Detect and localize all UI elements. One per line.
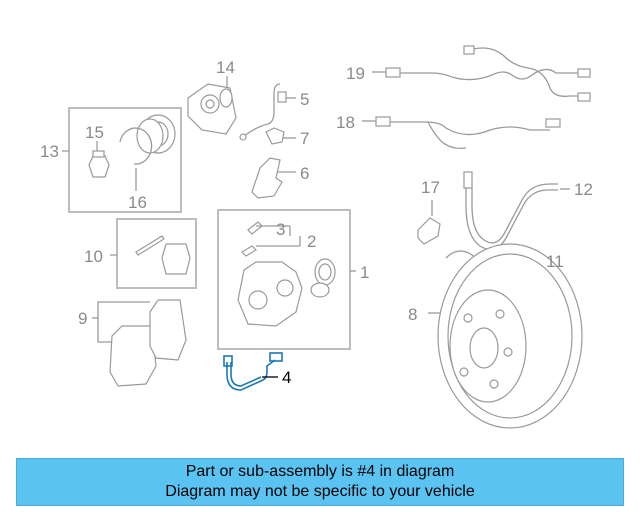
- brake-hose-12: [463, 171, 558, 251]
- wear-sensor-18: [375, 116, 561, 150]
- callout-12: 12: [574, 180, 593, 199]
- callout-16: 16: [128, 193, 147, 212]
- hardware-kit: [135, 235, 191, 275]
- callout-15: 15: [85, 123, 104, 142]
- hub-bearing-assembly: [88, 114, 176, 178]
- abs-sensor-17: [417, 217, 441, 245]
- brake-line-5: [239, 83, 287, 141]
- callout-13: 13: [40, 142, 59, 161]
- callout-11: 11: [546, 252, 564, 271]
- callout-4: 4: [282, 368, 291, 387]
- callout-19: 19: [346, 64, 365, 83]
- banner-line-1: Part or sub-assembly is #4 in diagram: [185, 463, 455, 480]
- brake-rotor: [437, 243, 583, 429]
- caliper-assembly: [237, 221, 336, 327]
- callout-1: 1: [360, 263, 369, 282]
- callout-10: 10: [84, 247, 103, 266]
- brake-pads: [109, 299, 187, 387]
- knuckle-assembly: [187, 83, 237, 135]
- callout-7: 7: [300, 129, 309, 148]
- callout-6: 6: [300, 164, 309, 183]
- brake-line-4-highlighted: [223, 352, 283, 391]
- wear-sensor-19: [385, 45, 591, 102]
- callout-5: 5: [300, 90, 309, 109]
- parts-diagram: 1 2 3 4 5 6 7 8 9 10 11 12 13 14 15 16 1…: [40, 45, 593, 429]
- callout-2: 2: [307, 232, 316, 251]
- callout-17: 17: [421, 178, 440, 197]
- callout-8: 8: [408, 305, 417, 324]
- callout-18: 18: [336, 113, 355, 132]
- info-banner: Part or sub-assembly is #4 in diagram Di…: [16, 458, 624, 506]
- clip-7: [265, 127, 285, 145]
- bracket-6: [251, 157, 283, 199]
- callout-14: 14: [216, 58, 235, 77]
- caliper-group-box: [217, 209, 351, 350]
- hardware-kit-group-box: [116, 218, 197, 289]
- callout-9: 9: [78, 309, 87, 328]
- banner-line-2: Diagram may not be specific to your vehi…: [165, 483, 475, 500]
- callout-3: 3: [276, 220, 285, 239]
- hub-bearing-group-box: [68, 107, 182, 213]
